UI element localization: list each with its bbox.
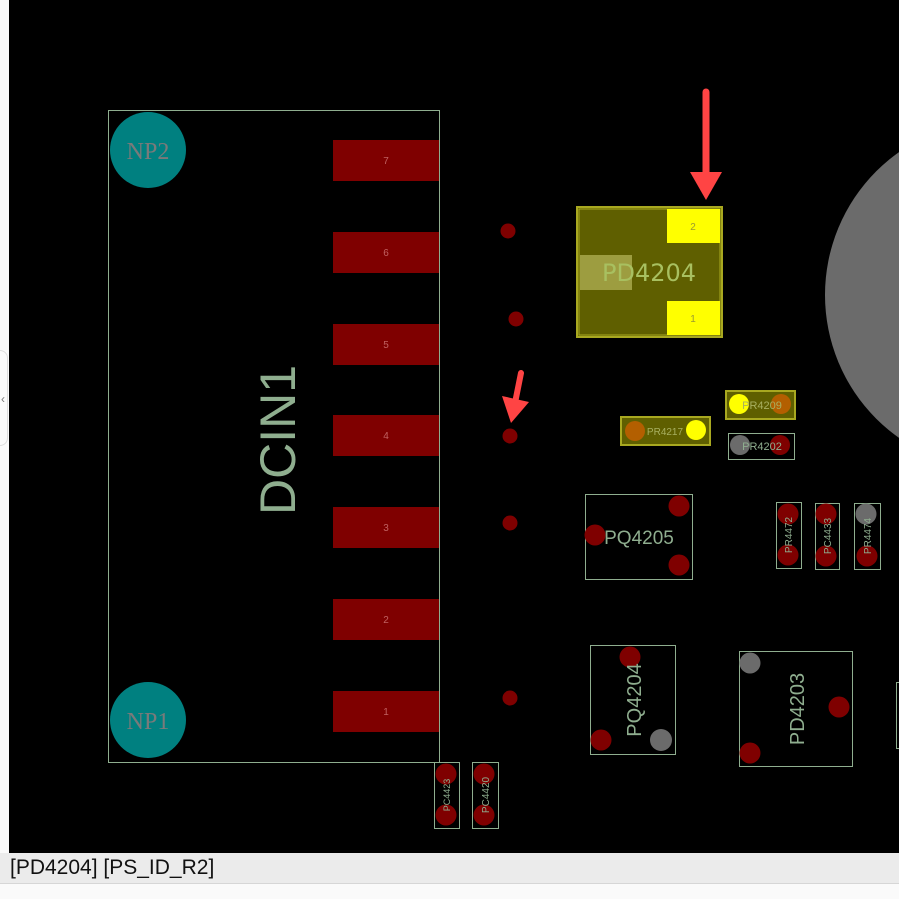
chevron-left-icon: ‹ — [1, 392, 5, 406]
selection-marker — [580, 255, 632, 290]
pad-1[interactable] — [333, 691, 439, 732]
pad-5-number: 5 — [383, 340, 389, 351]
np1-label: NP1 — [127, 709, 170, 735]
dcin1-label: DCIN1 — [250, 365, 306, 515]
component-pd4203[interactable]: PD4203 — [739, 651, 853, 767]
pr4474-label: PR4474 — [863, 517, 874, 554]
pad-3[interactable] — [333, 507, 439, 548]
partial-component-outline — [896, 682, 899, 749]
pcb-canvas[interactable]: DCIN1 NP2 NP1 7 6 5 4 3 2 1 — [9, 0, 899, 853]
pad-6-number: 6 — [383, 248, 389, 259]
pad-4-number: 4 — [383, 431, 389, 442]
pad-3-number: 3 — [383, 523, 389, 534]
via[interactable] — [502, 690, 518, 706]
pad-5[interactable] — [333, 324, 439, 365]
component-pq4204[interactable]: PQ4204 — [590, 645, 676, 755]
np2-hole[interactable] — [110, 112, 186, 188]
component-pr4202[interactable]: PR4202 — [728, 433, 795, 460]
np2-label: NP2 — [127, 139, 170, 165]
large-unconnected-pad[interactable] — [825, 120, 899, 470]
component-pc4420[interactable]: PC4420 — [472, 762, 499, 829]
pd4204-pad-2[interactable] — [667, 209, 720, 243]
pd4203-label: PD4203 — [787, 673, 809, 745]
pad-7-number: 7 — [383, 156, 389, 167]
pad-6[interactable] — [333, 232, 439, 273]
component-pr4217[interactable]: PR4217 — [620, 416, 711, 446]
red-arrow-icon — [690, 88, 722, 200]
pq4204-label: PQ4204 — [624, 663, 646, 736]
selected-item-status: [PD4204] [PS_ID_R2] — [10, 856, 215, 879]
via[interactable] — [502, 515, 518, 531]
pc4433-label: PC4433 — [823, 517, 834, 554]
pd4204-pad-2-number: 2 — [690, 222, 696, 233]
collapse-panel-button[interactable]: ‹ — [0, 350, 8, 446]
red-arrow-icon — [502, 370, 529, 423]
dcin1-pads: 7 6 5 4 3 2 1 — [333, 140, 439, 732]
pc4423-label: PC4423 — [442, 779, 452, 812]
component-pq4205[interactable]: PQ4205 — [584, 494, 693, 580]
bottom-strip — [0, 884, 899, 899]
status-bar: [PD4204] [PS_ID_R2] — [0, 853, 899, 884]
component-pr4209[interactable]: PR4209 — [725, 390, 796, 420]
component-pc4433[interactable]: PC4433 — [815, 503, 840, 570]
pr4202-label: PR4202 — [742, 441, 782, 453]
pad-4[interactable] — [333, 415, 439, 456]
component-pd4204[interactable]: 2 1 PD4204 — [576, 206, 723, 338]
pad-2[interactable] — [333, 599, 439, 640]
dcin1-outline — [108, 110, 440, 763]
pd4204-label: PD4204 — [602, 259, 696, 287]
component-pc4423[interactable]: PC4423 — [434, 762, 460, 829]
np1-hole[interactable] — [110, 682, 186, 758]
pr4472-label: PR4472 — [784, 516, 795, 553]
pr4209-label: PR4209 — [742, 400, 782, 412]
component-dcin1[interactable]: DCIN1 NP2 NP1 7 6 5 4 3 2 1 — [108, 110, 440, 763]
pd4204-pad-1[interactable] — [667, 301, 720, 335]
component-pr4472[interactable]: PR4472 — [776, 502, 802, 569]
vias — [500, 223, 524, 706]
via[interactable] — [502, 428, 518, 444]
pad-1-number: 1 — [383, 707, 389, 718]
via[interactable] — [508, 311, 524, 327]
component-pr4474[interactable]: PR4474 — [854, 503, 881, 570]
pc4420-label: PC4420 — [481, 776, 492, 813]
pad-2-number: 2 — [383, 615, 389, 626]
via[interactable] — [500, 223, 516, 239]
pad-7[interactable] — [333, 140, 439, 181]
pd4204-pad-1-number: 1 — [690, 314, 696, 325]
pr4217-label: PR4217 — [647, 427, 684, 438]
pq4205-label: PQ4205 — [604, 528, 674, 549]
